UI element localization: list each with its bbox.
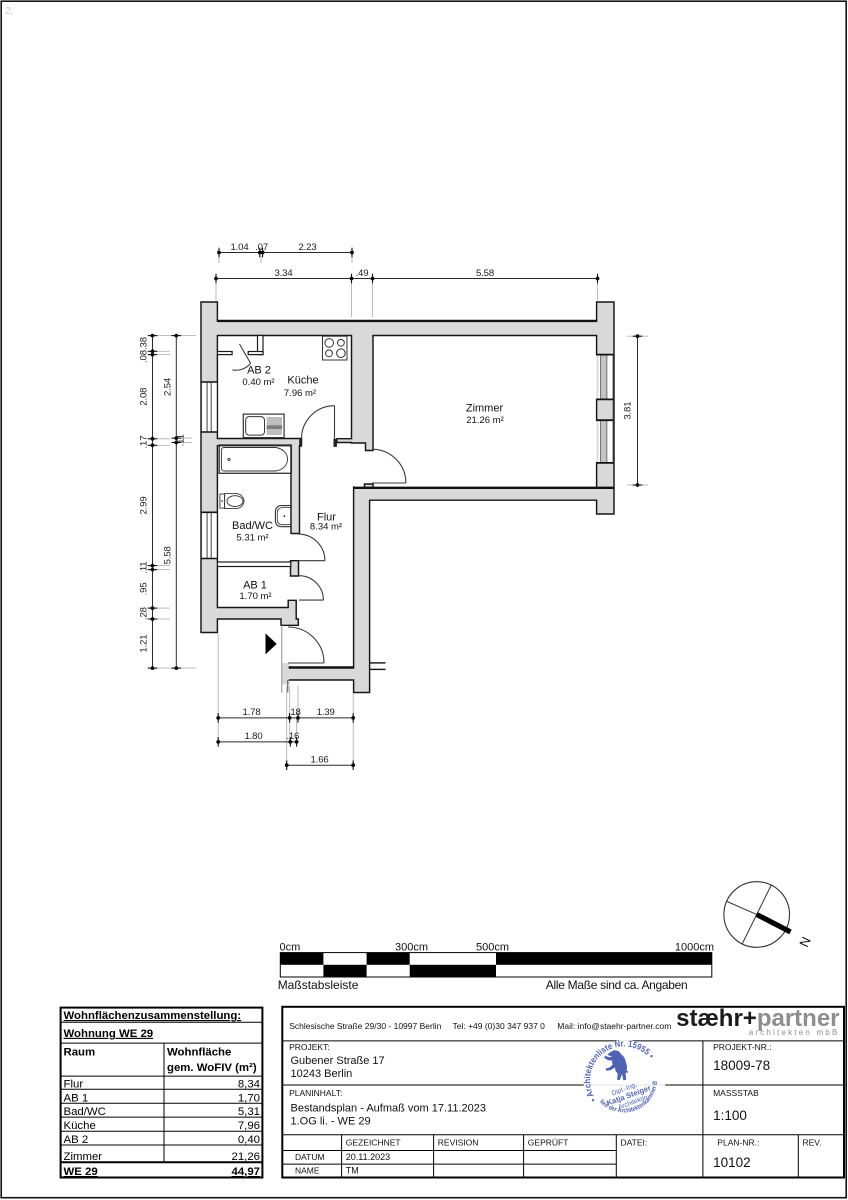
- svg-text:Schlesische Straße 29/30 - 109: Schlesische Straße 29/30 - 10997 Berlin: [289, 1021, 441, 1031]
- svg-text:Bad/WC: Bad/WC: [64, 1106, 106, 1118]
- svg-text:5.58: 5.58: [476, 268, 494, 279]
- svg-text:1.21: 1.21: [139, 635, 150, 653]
- svg-text:Flur: Flur: [317, 512, 336, 524]
- svg-text:1.OG li. - WE 29: 1.OG li. - WE 29: [291, 1116, 371, 1128]
- svg-text:3.81: 3.81: [623, 402, 634, 420]
- svg-text:2.54: 2.54: [162, 377, 173, 396]
- svg-text:2,: 2,: [5, 6, 13, 17]
- svg-text:Wohnflächenzusammenstellung:: Wohnflächenzusammenstellung:: [64, 1010, 242, 1022]
- svg-text:0.40 m²: 0.40 m²: [242, 377, 274, 388]
- svg-text:5.31 m²: 5.31 m²: [236, 532, 268, 543]
- svg-text:MASSSTAB: MASSSTAB: [713, 1088, 759, 1098]
- svg-text:GEPRÜFT: GEPRÜFT: [528, 1138, 569, 1148]
- svg-text:1,70: 1,70: [238, 1092, 260, 1104]
- svg-text:PROJEKT:: PROJEKT:: [289, 1042, 330, 1052]
- svg-text:Wohnfläche: Wohnfläche: [167, 1046, 231, 1058]
- svg-text:NAME: NAME: [295, 1165, 320, 1175]
- svg-text:gem. WoFIV (m²): gem. WoFIV (m²): [167, 1062, 257, 1074]
- svg-text:8.34 m²: 8.34 m²: [310, 521, 342, 532]
- svg-text:1000cm: 1000cm: [675, 941, 714, 953]
- svg-text:18009-78: 18009-78: [713, 1058, 770, 1073]
- svg-text:Küche: Küche: [64, 1120, 96, 1132]
- svg-text:.07: .07: [255, 242, 268, 253]
- svg-text:21.26 m²: 21.26 m²: [466, 415, 504, 426]
- svg-text:2.23: 2.23: [298, 242, 316, 253]
- svg-text:500cm: 500cm: [476, 941, 509, 953]
- svg-text:PLAN-NR.:: PLAN-NR.:: [717, 1138, 759, 1148]
- svg-text:Tel: +49 (0)30 347 937 0: Tel: +49 (0)30 347 937 0: [453, 1021, 546, 1031]
- svg-text:Bestandsplan - Aufmaß vom 17.1: Bestandsplan - Aufmaß vom 17.11.2023: [291, 1103, 486, 1115]
- svg-text:Wohnung WE 29: Wohnung WE 29: [64, 1028, 154, 1040]
- svg-text:300cm: 300cm: [395, 941, 428, 953]
- svg-text:0cm: 0cm: [280, 941, 301, 953]
- svg-text:5,31: 5,31: [238, 1106, 260, 1118]
- svg-text:AB 2: AB 2: [247, 365, 271, 377]
- svg-text:.16: .16: [286, 731, 299, 742]
- svg-text:AB 1: AB 1: [243, 580, 267, 592]
- svg-text:Zimmer: Zimmer: [64, 1151, 103, 1163]
- svg-text:21,26: 21,26: [231, 1151, 260, 1163]
- svg-text:.11: .11: [139, 562, 150, 574]
- svg-text:N: N: [796, 934, 814, 949]
- svg-text:1.80: 1.80: [244, 731, 262, 742]
- svg-text:DATUM: DATUM: [295, 1152, 325, 1162]
- svg-text:1.04: 1.04: [230, 242, 249, 253]
- svg-text:.49: .49: [356, 268, 369, 279]
- svg-text:.95: .95: [139, 582, 150, 595]
- svg-text:AB 1: AB 1: [64, 1092, 89, 1104]
- svg-text:2.99: 2.99: [139, 496, 150, 514]
- svg-text:.08: .08: [139, 350, 150, 363]
- svg-text:WE 29: WE 29: [64, 1166, 98, 1178]
- svg-text:.18: .18: [288, 707, 301, 718]
- svg-text:7,96: 7,96: [238, 1120, 260, 1132]
- svg-text:7.96 m²: 7.96 m²: [284, 388, 316, 399]
- svg-text:0,40: 0,40: [238, 1134, 260, 1146]
- svg-text:.11: .11: [176, 434, 187, 446]
- svg-text:REVISION: REVISION: [438, 1138, 479, 1148]
- svg-text:1.78: 1.78: [242, 707, 260, 718]
- svg-text:Bad/WC: Bad/WC: [232, 520, 273, 532]
- svg-text:Maßstabsleiste: Maßstabsleiste: [278, 978, 359, 992]
- svg-text:10243 Berlin: 10243 Berlin: [291, 1068, 353, 1080]
- svg-text:PROJEKT-NR.:: PROJEKT-NR.:: [713, 1042, 772, 1052]
- svg-text:Flur: Flur: [64, 1079, 84, 1091]
- svg-text:TM: TM: [346, 1165, 359, 1175]
- svg-text:5.58: 5.58: [162, 546, 173, 564]
- svg-text:1.70 m²: 1.70 m²: [239, 591, 271, 602]
- svg-text:AB 2: AB 2: [64, 1134, 89, 1146]
- svg-text:Küche: Küche: [287, 375, 318, 387]
- svg-text:20.11.2023: 20.11.2023: [346, 1152, 390, 1162]
- svg-text:44,97: 44,97: [231, 1166, 260, 1178]
- svg-text:.17: .17: [139, 436, 150, 449]
- svg-text:1:100: 1:100: [713, 1108, 747, 1123]
- svg-text:GEZEICHNET: GEZEICHNET: [346, 1138, 401, 1148]
- svg-text:architekten mbB: architekten mbB: [749, 1028, 840, 1037]
- svg-text:1.66: 1.66: [311, 755, 329, 766]
- svg-text:Alle Maße sind ca. Angaben: Alle Maße sind ca. Angaben: [546, 978, 688, 992]
- svg-text:Zimmer: Zimmer: [466, 403, 504, 415]
- svg-text:PLANINHALT:: PLANINHALT:: [289, 1088, 342, 1098]
- svg-text:Mail: info@staehr-partner.com: Mail: info@staehr-partner.com: [557, 1021, 671, 1031]
- svg-text:10102: 10102: [713, 1155, 751, 1170]
- svg-text:1.39: 1.39: [317, 707, 335, 718]
- svg-text:Raum: Raum: [64, 1046, 96, 1058]
- svg-text:stæhr+partner: stæhr+partner: [676, 1005, 839, 1032]
- svg-text:2.08: 2.08: [139, 388, 150, 406]
- svg-text:DATEI:: DATEI:: [621, 1138, 648, 1148]
- svg-text:3.34: 3.34: [274, 268, 293, 279]
- svg-text:.38: .38: [139, 337, 150, 350]
- svg-text:8,34: 8,34: [238, 1079, 260, 1091]
- svg-text:.28: .28: [139, 607, 150, 620]
- svg-text:Gubener Straße 17: Gubener Straße 17: [291, 1055, 385, 1067]
- svg-text:REV.: REV.: [803, 1138, 822, 1148]
